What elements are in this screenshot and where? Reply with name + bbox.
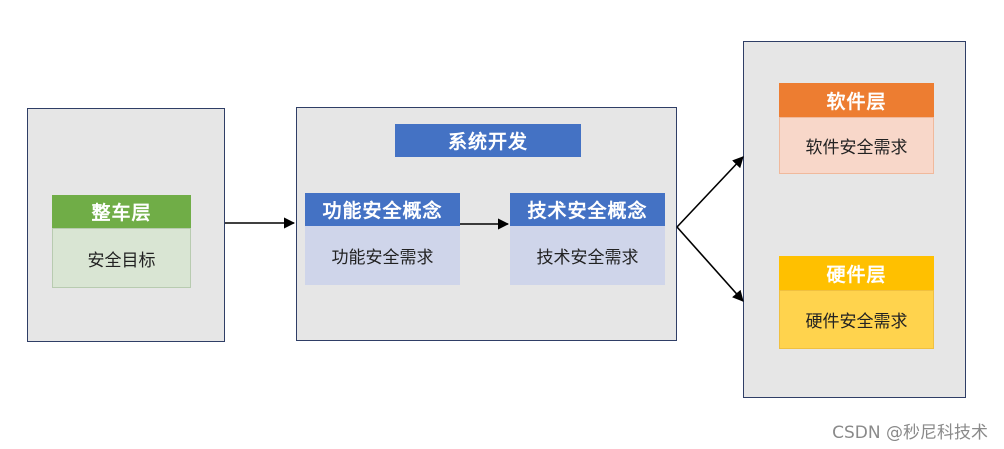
arrow-system-to-hardware — [676, 226, 744, 302]
technical-safety-requirement-label: 技术安全需求 — [510, 226, 665, 285]
watermark-text: CSDN @秒尼科技术 — [832, 423, 988, 443]
technical-safety-concept-header: 技术安全概念 — [510, 193, 665, 226]
arrow-system-to-software — [676, 156, 744, 228]
hardware-safety-requirement-label: 硬件安全需求 — [779, 290, 934, 349]
functional-safety-concept-header: 功能安全概念 — [305, 193, 460, 226]
vehicle-level-header: 整车层 — [52, 195, 191, 228]
safety-goal-label: 安全目标 — [52, 228, 191, 288]
hardware-level-block: 硬件层 硬件安全需求 — [779, 256, 934, 349]
functional-safety-requirement-label: 功能安全需求 — [305, 226, 460, 285]
vehicle-level-block: 整车层 安全目标 — [52, 195, 191, 288]
software-level-header: 软件层 — [779, 83, 934, 117]
technical-safety-concept-block: 技术安全概念 技术安全需求 — [510, 193, 665, 285]
system-development-title: 系统开发 — [395, 124, 581, 157]
software-level-block: 软件层 软件安全需求 — [779, 83, 934, 174]
software-safety-requirement-label: 软件安全需求 — [779, 117, 934, 174]
functional-safety-concept-block: 功能安全概念 功能安全需求 — [305, 193, 460, 285]
hardware-level-header: 硬件层 — [779, 256, 934, 290]
